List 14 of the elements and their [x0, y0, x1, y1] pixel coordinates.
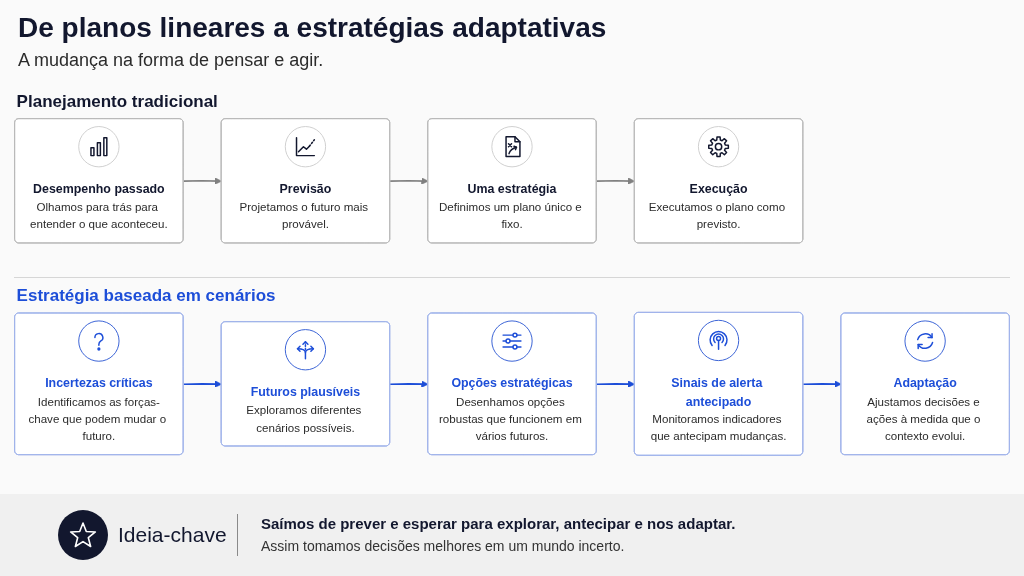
key-idea-note: Assim tomamos decisões melhores em um mundo incerto.	[261, 538, 625, 554]
arrow	[595, 380, 635, 388]
key-idea-text: Saímos de prever e esperar para explorar, antecipar e nos adaptar.	[261, 515, 736, 532]
arrow	[802, 380, 842, 388]
section-heading: Planejamento tradicional	[16, 91, 218, 112]
arrow	[389, 177, 429, 185]
arrow	[389, 380, 429, 388]
arrow	[182, 380, 222, 388]
key-idea-heading: Ideia-chave	[118, 523, 227, 547]
arrow	[595, 177, 635, 185]
arrow	[182, 177, 222, 185]
section-heading: Estratégia baseada em cenários	[16, 285, 276, 306]
subtitle: A mudança na forma de pensar e agir.	[18, 50, 324, 71]
title: De planos lineares a estratégias adaptativas	[18, 12, 607, 44]
